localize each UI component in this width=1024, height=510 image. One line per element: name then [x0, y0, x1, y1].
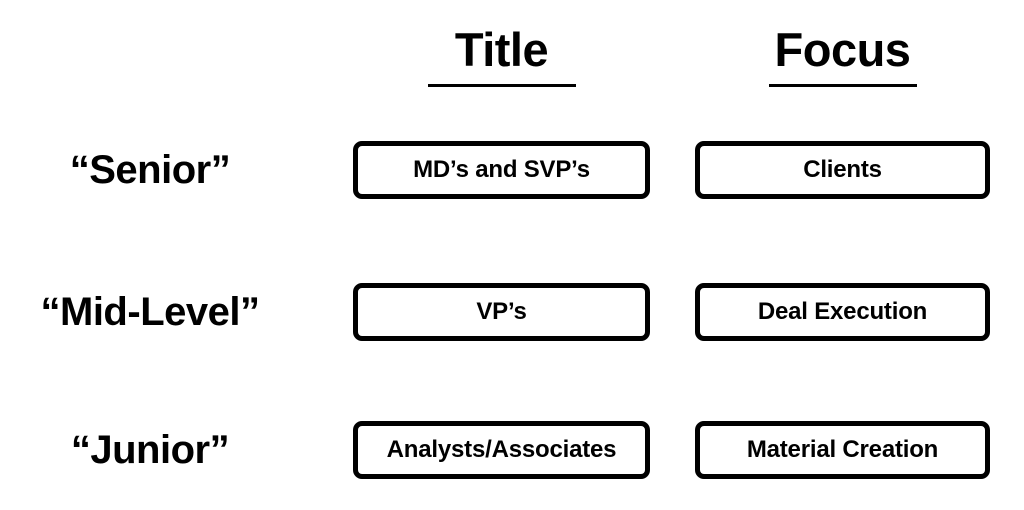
cell-senior-focus: Clients: [695, 141, 990, 199]
cell-senior-focus-label: Clients: [803, 156, 882, 183]
cell-mid-level-focus: Deal Execution: [695, 283, 990, 341]
column-header-focus-label: Focus: [774, 23, 911, 76]
table-row: “Senior” MD’s and SVP’s Clients: [0, 141, 1024, 199]
cell-senior-title-label: MD’s and SVP’s: [413, 156, 590, 183]
cell-junior-title-label: Analysts/Associates: [386, 436, 617, 463]
row-label-senior: “Senior”: [69, 147, 231, 192]
cell-senior-title: MD’s and SVP’s: [353, 141, 650, 199]
cell-junior-title: Analysts/Associates: [353, 421, 650, 479]
cell-junior-focus: Material Creation: [695, 421, 990, 479]
column-header-focus: Focus: [695, 22, 990, 94]
column-header-title-label: Title: [454, 23, 549, 76]
column-header-title: Title: [353, 22, 650, 94]
table-row: “Junior” Analysts/Associates Material Cr…: [0, 421, 1024, 479]
cell-mid-level-title: VP’s: [353, 283, 650, 341]
cell-junior-focus-label: Material Creation: [746, 436, 939, 463]
table-row: “Mid-Level” VP’s Deal Execution: [0, 283, 1024, 341]
column-header-title-underline: [427, 84, 576, 87]
cell-mid-level-focus-label: Deal Execution: [757, 298, 928, 325]
column-header-focus-underline: [768, 84, 917, 87]
row-label-mid-level: “Mid-Level”: [40, 289, 260, 334]
cell-mid-level-title-label: VP’s: [476, 298, 527, 325]
row-label-junior: “Junior”: [70, 427, 230, 472]
